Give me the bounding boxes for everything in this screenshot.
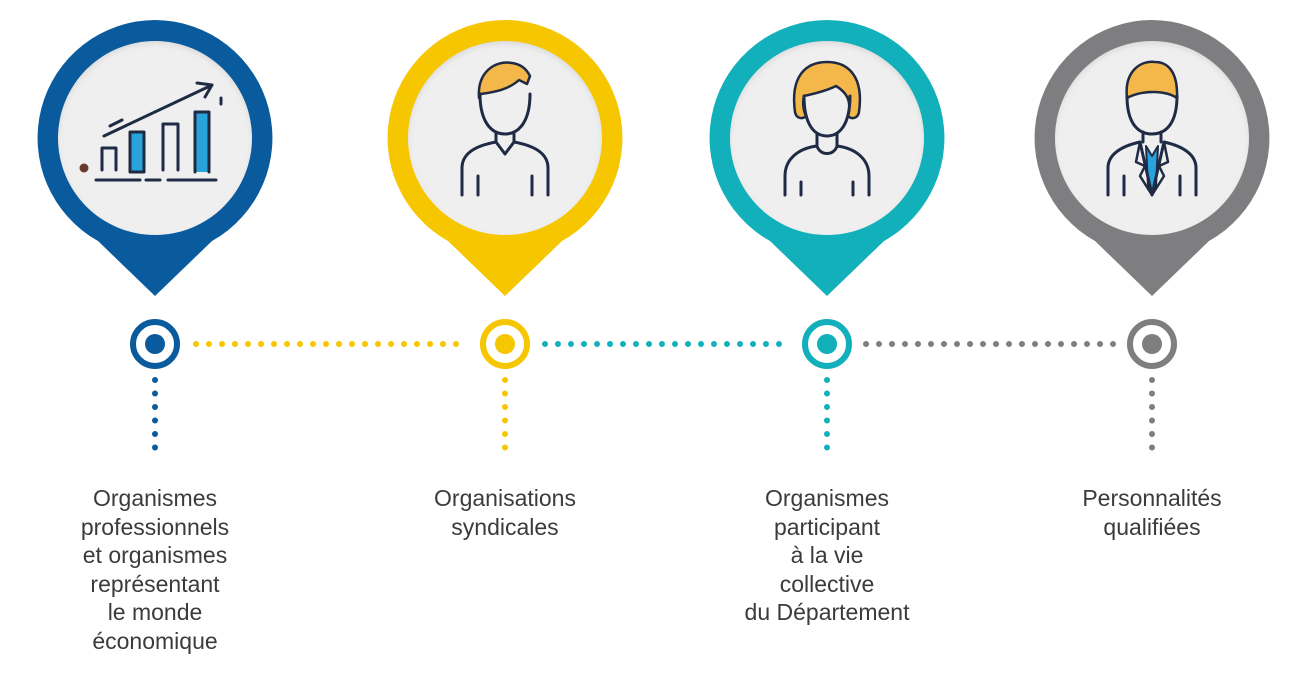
pin-4-inner (1055, 41, 1249, 235)
growth-chart-icon (79, 81, 223, 182)
pin-3-inner (730, 41, 924, 235)
node-3 (802, 319, 852, 369)
man-sweater-icon (460, 61, 550, 197)
pin-1 (37, 20, 273, 296)
label-organisations-syndicales: Organisations syndicales (434, 485, 576, 540)
businessman-suit-icon (1106, 60, 1198, 197)
label-organismes-professionnels: Organismes professionnels et organismes … (80, 485, 230, 654)
pin-3 (709, 20, 945, 296)
label-personnalites-qualifiees: Personnalités qualifiées (1082, 485, 1222, 540)
node-2 (480, 319, 530, 369)
pin-2 (387, 20, 623, 296)
pin-1-inner (58, 41, 252, 235)
label-organismes-vie-collective: Organismes participant à la vie collecti… (744, 485, 910, 625)
woman-icon (783, 60, 871, 197)
pin-2-inner (408, 41, 602, 235)
node-1 (130, 319, 180, 369)
node-4 (1127, 319, 1177, 369)
